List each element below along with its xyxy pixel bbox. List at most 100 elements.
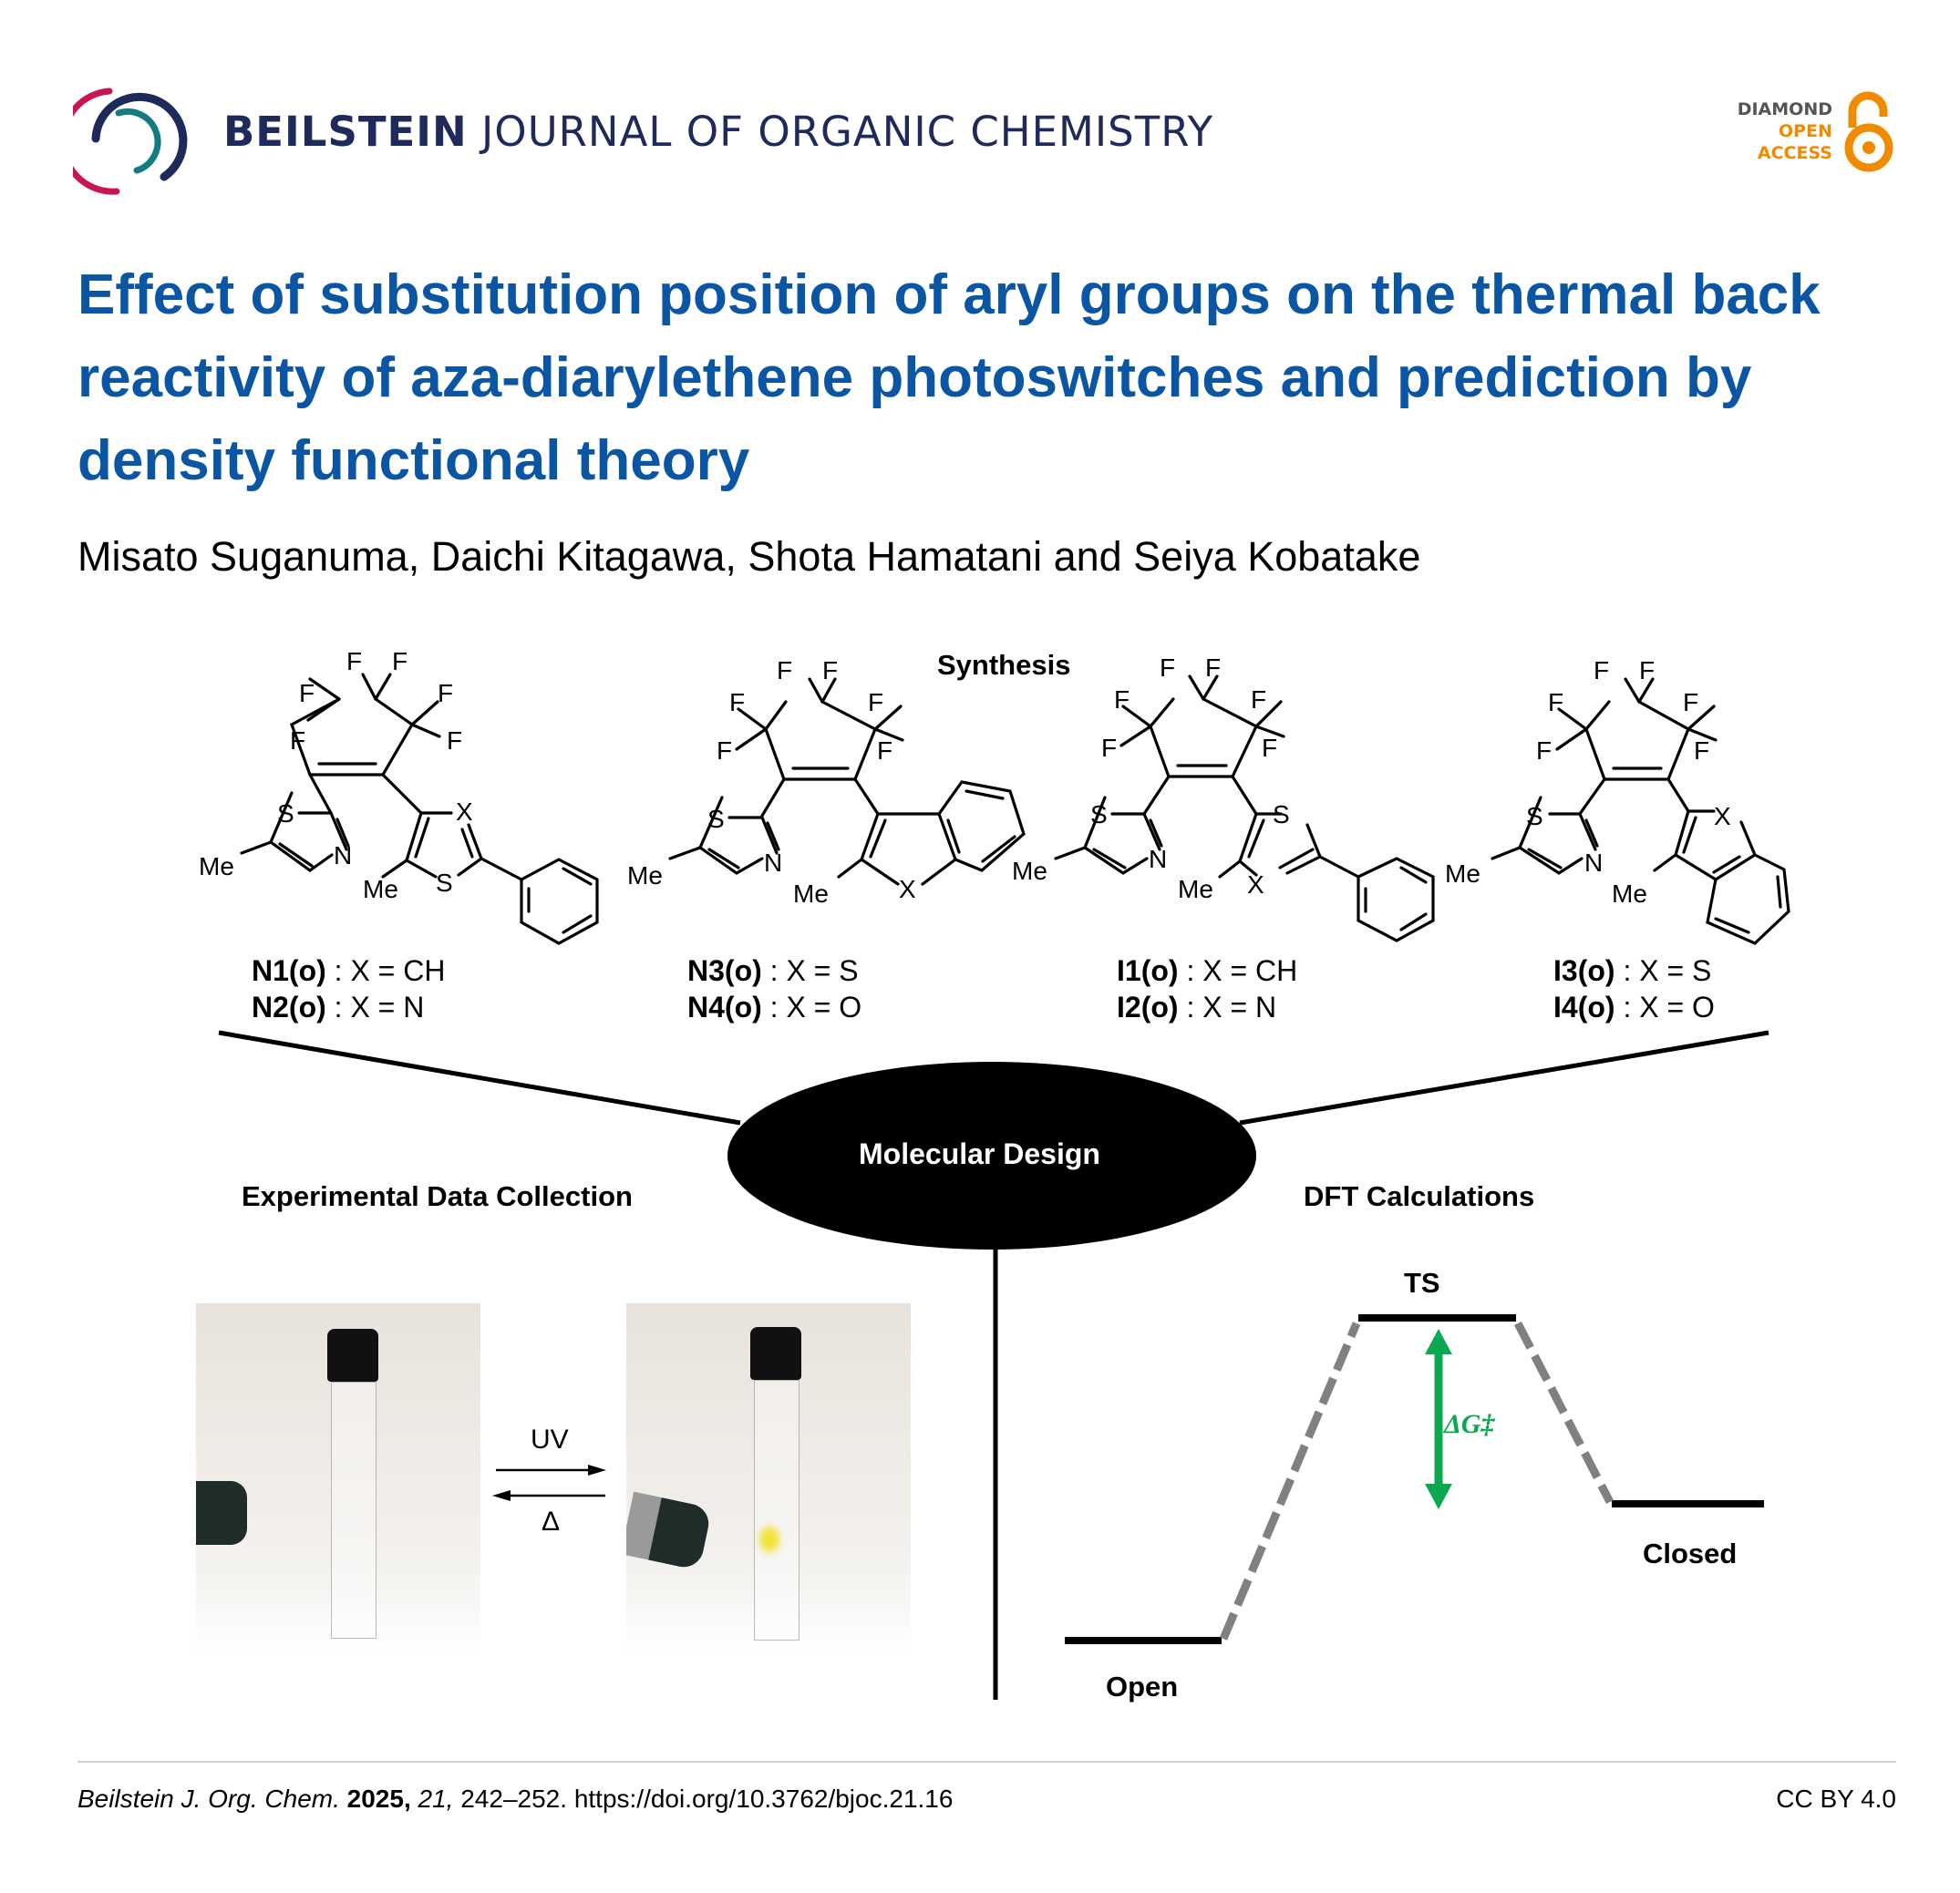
compound-label-group: N3(o) : X = S N4(o) : X = O (687, 952, 861, 1025)
barrier-arrow-down-icon (1425, 1484, 1452, 1509)
atom-n: N (764, 849, 782, 877)
compound-id: I4(o) (1553, 991, 1615, 1024)
atom-n: N (334, 841, 352, 869)
open-lock-icon (1844, 91, 1893, 172)
connector-right (1239, 1030, 1769, 1126)
atom-me: Me (363, 875, 398, 903)
atom-n: N (1149, 845, 1167, 873)
journal-name-rest: JOURNAL OF ORGANIC CHEMISTRY (481, 108, 1214, 156)
atom-f: F (290, 726, 305, 755)
license: CC BY 4.0 (1776, 1785, 1896, 1813)
path-open-ts (1219, 1322, 1361, 1641)
atom-me: Me (1445, 859, 1480, 888)
atom-f: F (777, 656, 792, 684)
dft-label: DFT Calculations (1304, 1180, 1535, 1212)
vial-cap (327, 1329, 378, 1382)
citation-year: 2025, (346, 1785, 411, 1813)
uv-label: UV (531, 1425, 569, 1455)
molecule-structures (240, 673, 1790, 945)
badge-open: OPEN (1779, 121, 1832, 141)
compound-desc: : X = CH (325, 954, 446, 987)
connector-left (218, 1030, 741, 1126)
atom-f: F (877, 736, 892, 765)
structure-n3-n4 (668, 677, 1026, 886)
atom-s: S (1526, 802, 1543, 830)
uv-lamp (196, 1481, 247, 1545)
vial-cuvette (754, 1380, 799, 1641)
compound-id: N1(o) (252, 954, 326, 987)
vial-cap (750, 1327, 801, 1380)
vial-cuvette (331, 1382, 377, 1639)
ts-label: TS (1404, 1267, 1440, 1299)
synthesis-label: Synthesis (937, 649, 1071, 681)
compound-desc: : X = O (1614, 991, 1715, 1024)
atom-f: F (447, 726, 462, 755)
atom-f: F (1160, 653, 1175, 682)
article-authors: Misato Suganuma, Daichi Kitagawa, Shota … (77, 533, 1421, 580)
badge-diamond: DIAMOND (1737, 99, 1832, 119)
compound-desc: : X = N (1178, 991, 1277, 1024)
atom-f: F (1536, 736, 1552, 765)
compound-desc: : X = S (1614, 954, 1712, 987)
atom-x: X (456, 797, 473, 826)
compound-label-group: N1(o) : X = CH N2(o) : X = N (252, 952, 445, 1025)
compound-desc: : X = S (761, 954, 859, 987)
compound-id: N3(o) (687, 954, 762, 987)
atom-me: Me (793, 880, 829, 908)
compound-id: N4(o) (687, 991, 762, 1024)
atom-me: Me (627, 861, 663, 890)
compound-id: I2(o) (1117, 991, 1179, 1024)
beilstein-logo (73, 87, 188, 195)
badge-access: ACCESS (1757, 143, 1832, 163)
structure-n1-n2 (240, 673, 599, 945)
atom-x: X (899, 875, 916, 903)
compound-desc: : X = O (761, 991, 862, 1024)
footer-divider (77, 1761, 1896, 1763)
atom-f: F (1262, 734, 1277, 762)
atom-x: X (1714, 802, 1731, 830)
doi-link[interactable]: https://doi.org/10.3762/bjoc.21.16 (573, 1785, 954, 1813)
atom-n: N (1584, 849, 1603, 877)
atom-f: F (1251, 685, 1266, 714)
atom-x: X (1247, 870, 1264, 899)
compound-id: N2(o) (252, 991, 326, 1024)
compound-id: I3(o) (1553, 954, 1615, 987)
compound-label-group: I1(o) : X = CH I2(o) : X = N (1117, 952, 1297, 1025)
atom-f: F (729, 688, 745, 716)
atom-f: F (299, 679, 315, 707)
path-ts-closed (1513, 1321, 1614, 1505)
reaction-arrows (492, 1465, 606, 1501)
atom-f: F (1101, 734, 1117, 762)
atom-me: Me (199, 852, 234, 880)
citation: Beilstein J. Org. Chem. 2025, 21, 242–25… (77, 1785, 953, 1814)
structure-i1-i2 (1054, 674, 1435, 942)
atom-f: F (1594, 656, 1609, 684)
atom-f: F (868, 688, 883, 716)
delta-g-label: ΔG‡ (1444, 1409, 1495, 1439)
atom-me: Me (1012, 857, 1047, 885)
open-label: Open (1106, 1671, 1179, 1703)
arrow-right-icon (588, 1465, 606, 1476)
compound-label-group: I3(o) : X = S I4(o) : X = O (1553, 952, 1715, 1025)
molecular-design-label: Molecular Design (859, 1137, 1100, 1170)
atom-f: F (1694, 736, 1709, 765)
atom-f: F (1205, 653, 1221, 682)
atom-f: F (1683, 688, 1698, 716)
experimental-label: Experimental Data Collection (242, 1180, 633, 1212)
closed-label: Closed (1643, 1538, 1738, 1569)
atom-f: F (1548, 688, 1563, 716)
diamond-open-access-badge: DIAMOND OPEN ACCESS (1714, 98, 1832, 164)
atom-f: F (1639, 656, 1655, 684)
atom-s: S (1090, 800, 1108, 828)
atom-f: F (717, 736, 732, 765)
photo-after-uv (626, 1303, 911, 1655)
compound-desc: : X = CH (1178, 954, 1298, 987)
atom-f: F (392, 647, 407, 675)
yellow-colored-region (759, 1527, 779, 1552)
citation-volume: 21, (418, 1785, 454, 1813)
uv-lamp (626, 1491, 713, 1571)
arrow-left-icon (492, 1490, 511, 1501)
atom-s: S (707, 805, 725, 833)
atom-f: F (822, 656, 838, 684)
atom-f: F (438, 679, 453, 707)
